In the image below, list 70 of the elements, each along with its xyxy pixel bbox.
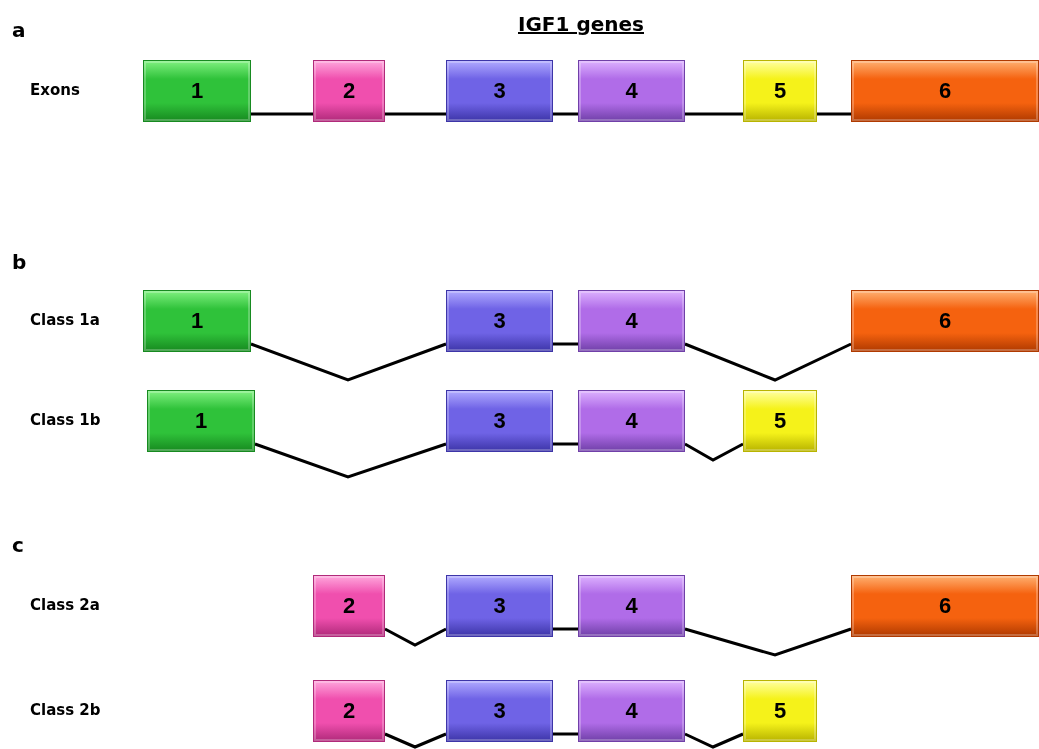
exon-box xyxy=(143,60,251,122)
intron-line xyxy=(684,732,744,749)
intron-line xyxy=(684,442,744,462)
exon-number: 4 xyxy=(625,78,638,104)
intron-line xyxy=(553,342,578,346)
intron-line xyxy=(251,112,313,116)
intron-line xyxy=(553,112,578,116)
exon-box xyxy=(851,290,1039,352)
panel-letter: a xyxy=(12,18,26,42)
exon-number: 2 xyxy=(342,78,356,104)
exon-box xyxy=(578,60,685,122)
intron-line xyxy=(684,342,852,382)
exon-box xyxy=(578,575,685,637)
intron-line xyxy=(250,342,447,382)
exon-box xyxy=(143,290,251,352)
intron-line xyxy=(817,112,851,116)
exon-box xyxy=(446,575,553,637)
exon-number: 4 xyxy=(625,593,638,619)
exon-box xyxy=(851,60,1039,122)
exon-box xyxy=(446,290,553,352)
row-label: Class 2a xyxy=(30,596,100,614)
exon-number: 2 xyxy=(342,593,356,619)
exon-box xyxy=(313,575,385,637)
exon-box xyxy=(578,290,685,352)
row-label: Class 1b xyxy=(30,411,101,429)
exon-number: 5 xyxy=(773,78,787,104)
exon-number: 6 xyxy=(938,78,952,104)
intron-line xyxy=(385,112,446,116)
exon-number: 3 xyxy=(493,308,506,334)
exon-number: 1 xyxy=(194,408,208,434)
title: IGF1 genes xyxy=(518,12,644,36)
exon-box xyxy=(578,680,685,742)
intron-line xyxy=(384,732,447,749)
exon-box xyxy=(147,390,255,452)
row-label: Class 1a xyxy=(30,311,100,329)
exon-box xyxy=(446,60,553,122)
exon-number: 4 xyxy=(625,408,638,434)
intron-line xyxy=(384,627,447,647)
exon-number: 6 xyxy=(938,308,952,334)
intron-line xyxy=(684,627,852,657)
exon-number: 3 xyxy=(493,698,506,724)
exon-box xyxy=(578,390,685,452)
intron-line xyxy=(553,442,578,446)
exon-number: 1 xyxy=(190,308,204,334)
exon-number: 5 xyxy=(773,408,787,434)
exon-number: 3 xyxy=(493,78,506,104)
exon-box xyxy=(743,390,817,452)
exon-box xyxy=(313,680,385,742)
exon-box xyxy=(743,60,817,122)
exon-number: 5 xyxy=(773,698,787,724)
row-label: Class 2b xyxy=(30,701,101,719)
row-label: Exons xyxy=(30,81,80,99)
exon-box xyxy=(851,575,1039,637)
exon-box xyxy=(446,390,553,452)
exon-number: 3 xyxy=(493,593,506,619)
exon-number: 1 xyxy=(190,78,204,104)
intron-line xyxy=(553,627,578,631)
exon-number: 4 xyxy=(625,698,638,724)
exon-box xyxy=(743,680,817,742)
intron-line xyxy=(553,732,578,736)
exon-box xyxy=(446,680,553,742)
exon-box xyxy=(313,60,385,122)
intron-line xyxy=(685,112,743,116)
intron-line xyxy=(254,442,447,479)
exon-number: 3 xyxy=(493,408,506,434)
exon-number: 4 xyxy=(625,308,638,334)
exon-number: 2 xyxy=(342,698,356,724)
exon-number: 6 xyxy=(938,593,952,619)
panel-letter: b xyxy=(12,250,27,274)
panel-letter: c xyxy=(12,533,24,557)
